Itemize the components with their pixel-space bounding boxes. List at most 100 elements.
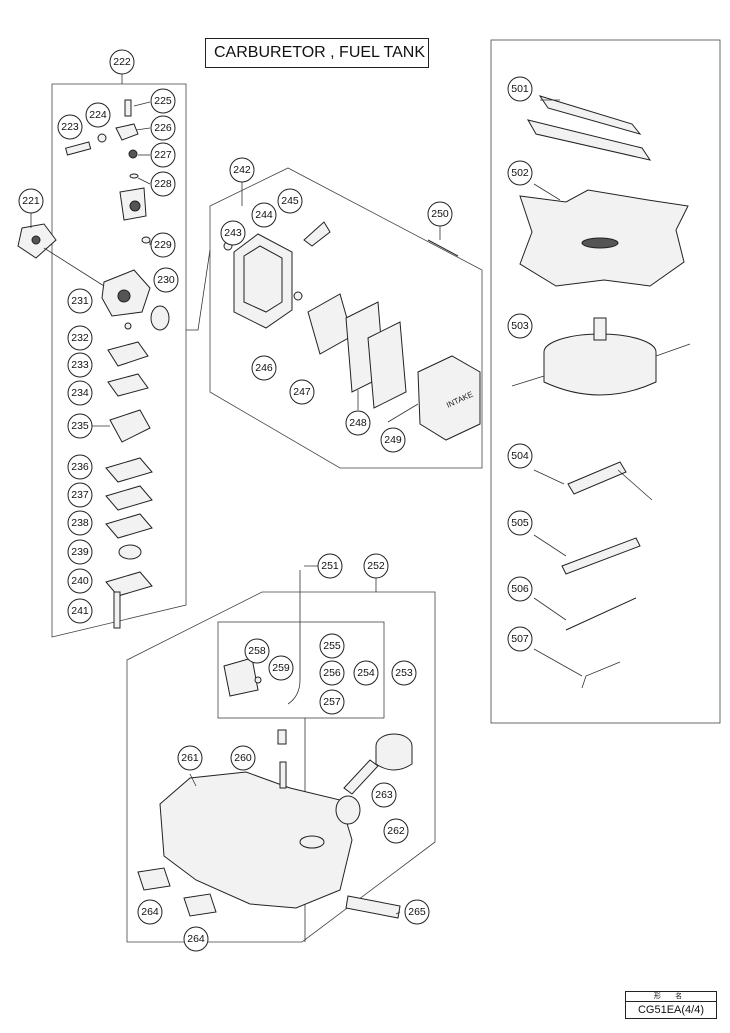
callout-circle xyxy=(363,553,389,579)
part-callout-231: 231 xyxy=(67,288,93,314)
part-callout-255: 255 xyxy=(319,633,345,659)
part-callout-229: 229 xyxy=(150,232,176,258)
callout-number: 503 xyxy=(511,320,529,332)
part-callout-259: 259 xyxy=(268,655,294,681)
callout-number: 253 xyxy=(395,667,413,679)
callout-number: 255 xyxy=(323,640,341,652)
part-callout-246: 246 xyxy=(251,355,277,381)
part-callout-244: 244 xyxy=(251,202,277,228)
callout-number: 249 xyxy=(384,434,402,446)
part-callout-249: 249 xyxy=(380,427,406,453)
callout-number: 505 xyxy=(511,517,529,529)
part-callout-506: 506 xyxy=(507,576,533,602)
callout-number: 250 xyxy=(431,208,449,220)
callout-circle xyxy=(507,576,533,602)
part-callout-503: 503 xyxy=(507,313,533,339)
callout-circle xyxy=(383,818,409,844)
model-box: 形 名 CG51EA(4/4) xyxy=(625,991,717,1019)
part-callout-226: 226 xyxy=(150,115,176,141)
callout-number: 229 xyxy=(154,239,172,251)
part-callout-245: 245 xyxy=(277,188,303,214)
callout-circle xyxy=(67,380,93,406)
callout-circle xyxy=(67,413,93,439)
callout-number: 259 xyxy=(272,662,290,674)
callout-number: 242 xyxy=(233,164,251,176)
callout-number: 248 xyxy=(349,417,367,429)
callout-circle xyxy=(67,598,93,624)
callout-number: 251 xyxy=(321,560,339,572)
callout-number: 236 xyxy=(71,461,89,473)
part-callout-221: 221 xyxy=(18,188,44,214)
callout-circle xyxy=(244,638,270,664)
part-callout-504: 504 xyxy=(507,443,533,469)
callout-circle xyxy=(404,899,430,925)
part-callout-262: 262 xyxy=(383,818,409,844)
callout-number: 232 xyxy=(71,332,89,344)
callout-circle xyxy=(183,926,209,952)
callout-number: 245 xyxy=(281,195,299,207)
callout-number: 265 xyxy=(408,906,426,918)
part-callout-251: 251 xyxy=(317,553,343,579)
part-callout-248: 248 xyxy=(345,410,371,436)
part-callout-224: 224 xyxy=(85,102,111,128)
part-callout-237: 237 xyxy=(67,482,93,508)
part-callouts: 2212222232242252262272282292302312322332… xyxy=(18,49,533,952)
callout-number: 226 xyxy=(154,122,172,134)
part-callout-234: 234 xyxy=(67,380,93,406)
callout-number: 224 xyxy=(89,109,107,121)
callout-circle xyxy=(251,355,277,381)
part-callout-263: 263 xyxy=(371,782,397,808)
diagram-title: CARBURETOR , FUEL TANK xyxy=(205,38,429,68)
callout-number: 239 xyxy=(71,546,89,558)
callout-circle xyxy=(507,626,533,652)
callout-circle xyxy=(67,510,93,536)
callout-number: 264 xyxy=(141,906,159,918)
callout-number: 262 xyxy=(387,825,405,837)
callout-circle xyxy=(57,114,83,140)
part-callout-247: 247 xyxy=(289,379,315,405)
part-callout-225: 225 xyxy=(150,88,176,114)
callout-circle xyxy=(230,745,256,771)
callout-circle xyxy=(507,76,533,102)
callout-circle xyxy=(109,49,135,75)
callout-number: 243 xyxy=(224,227,242,239)
callout-number: 258 xyxy=(248,645,266,657)
callout-number: 244 xyxy=(255,209,273,221)
part-callout-253: 253 xyxy=(391,660,417,686)
callout-circle xyxy=(507,510,533,536)
callout-circle xyxy=(67,454,93,480)
callout-number: 501 xyxy=(511,83,529,95)
callout-number: 260 xyxy=(234,752,252,764)
part-callout-505: 505 xyxy=(507,510,533,536)
carburetor-parts xyxy=(17,99,170,629)
model-name: CG51EA(4/4) xyxy=(637,1004,705,1016)
part-callout-264: 264 xyxy=(183,926,209,952)
fuel-pipe-subgroup-frame xyxy=(217,621,385,719)
callout-number: 247 xyxy=(293,386,311,398)
callout-circle xyxy=(277,188,303,214)
callout-circle xyxy=(220,220,246,246)
part-callout-242: 242 xyxy=(229,157,255,183)
callout-circle xyxy=(177,745,203,771)
callout-number: 246 xyxy=(255,362,273,374)
callout-circle xyxy=(150,115,176,141)
callout-circle xyxy=(67,352,93,378)
callout-circle xyxy=(150,142,176,168)
part-callout-238: 238 xyxy=(67,510,93,536)
part-callout-232: 232 xyxy=(67,325,93,351)
accessories-group-frame xyxy=(490,39,721,724)
callout-circle xyxy=(18,188,44,214)
callout-number: 231 xyxy=(71,295,89,307)
callout-number: 506 xyxy=(511,583,529,595)
part-callout-261: 261 xyxy=(177,745,203,771)
part-callout-256: 256 xyxy=(319,660,345,686)
fuel-tank-group-frame xyxy=(126,591,436,943)
callout-circle xyxy=(150,171,176,197)
part-callout-230: 230 xyxy=(153,267,179,293)
callout-number: 257 xyxy=(323,696,341,708)
callout-number: 504 xyxy=(511,450,529,462)
callout-number: 235 xyxy=(71,420,89,432)
callout-circle xyxy=(507,443,533,469)
callout-number: 233 xyxy=(71,359,89,371)
callout-number: 507 xyxy=(511,633,529,645)
